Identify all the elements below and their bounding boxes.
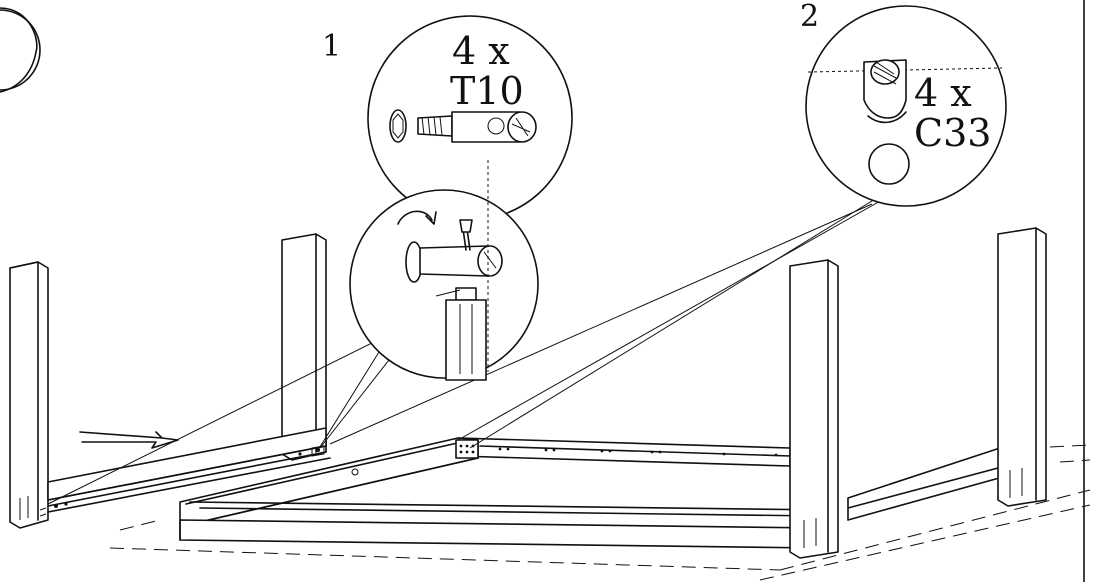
frame-back-rail [457, 437, 791, 467]
previous-step-circle [0, 9, 41, 91]
leg-front-left [9, 261, 49, 529]
callout-leader-lines [47, 195, 883, 505]
step-2-quantity: 4 x [914, 71, 972, 115]
leg-back-left [281, 233, 327, 461]
screwdriver-icon [435, 219, 487, 381]
frame-base-panel [179, 501, 831, 549]
step-1-quantity: 4 x [452, 29, 510, 73]
floor-outline [109, 444, 1091, 581]
cam-bolt-icon [389, 109, 537, 143]
insert-direction-arrow-icon [79, 431, 179, 449]
previous-step-arc [0, 7, 38, 93]
step-1-part-code: T10 [450, 69, 524, 113]
callout-step-1: 1 4 x T10 [322, 15, 573, 221]
callout-circle-1b [349, 189, 539, 379]
step-2-part-code: C33 [914, 111, 991, 155]
step-number-1: 1 [322, 29, 341, 64]
leg-back-right [997, 227, 1047, 507]
callout-screwdriver [349, 160, 539, 381]
side-rail-left [39, 427, 331, 517]
cam-lock-nut-icon [863, 59, 910, 185]
step-number-2: 2 [800, 0, 819, 34]
callout-circle-2 [805, 5, 1007, 207]
callout-step-2: 2 4 x C33 [800, 0, 1007, 207]
leg-front-right [789, 259, 839, 559]
rotate-arrow-icon [397, 210, 437, 225]
